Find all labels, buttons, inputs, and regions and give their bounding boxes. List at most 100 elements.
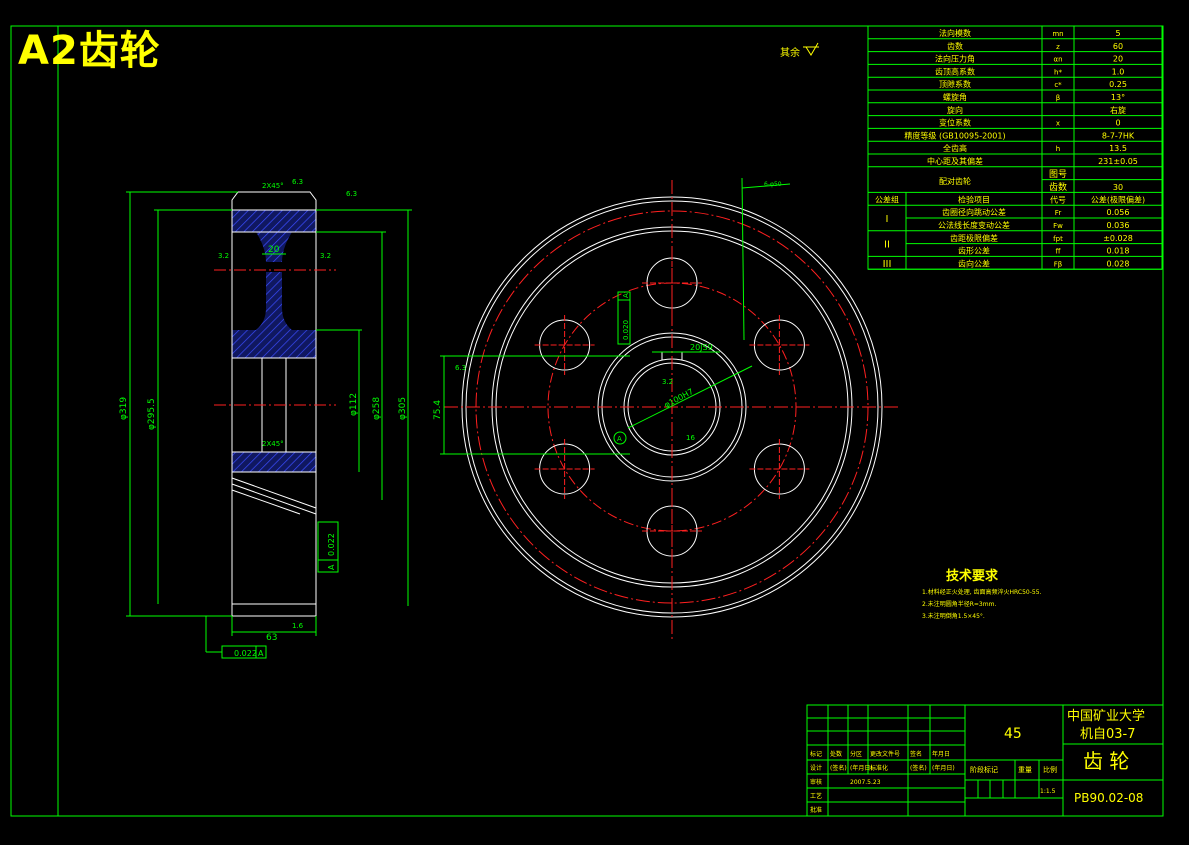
dim-112-text: φ112	[349, 393, 359, 416]
tb-label-4: 签名	[910, 750, 922, 758]
date-text: 2007.5.23	[850, 779, 881, 786]
param-value-2: 20	[1113, 55, 1123, 64]
dim-pitch-text: φ295.5	[147, 398, 157, 430]
param-value-6: 右旋	[1110, 105, 1126, 115]
roughness-symbol-icon	[803, 42, 819, 56]
hole-leader-shelf	[741, 183, 791, 189]
chamfer-text-top: 2X45°	[262, 182, 284, 190]
param-symbol-1: z	[1056, 43, 1060, 51]
tol-value-0: 0.056	[1107, 208, 1130, 217]
param-symbol-2: αn	[1053, 56, 1062, 64]
row-design-4: (签名)	[910, 764, 927, 772]
param-value-10: 231±0.05	[1098, 157, 1138, 166]
row-design-5: (年月日)	[932, 764, 955, 772]
param-value-0: 5	[1115, 29, 1120, 38]
row-design-0: 设计	[810, 764, 822, 772]
datum-letter: A	[617, 435, 622, 443]
ra-bottom-text: 1.6	[292, 622, 304, 630]
title-block-text: 45 中国矿业大学 机自03-7 齿 轮 PB90.02-08 1:1.5 阶段…	[810, 708, 1145, 814]
circ-runout-value: 0.020	[622, 320, 630, 340]
ra-top-text: 6.3	[292, 178, 303, 186]
tb-label-5: 年月日	[932, 750, 950, 758]
row-check: 审核	[810, 778, 822, 786]
lightening-holes	[534, 253, 810, 561]
runout-datum: A	[327, 564, 336, 570]
bore-dim-text: φ100H7	[663, 387, 695, 410]
param-name-5: 螺旋角	[943, 92, 967, 102]
param-value-4: 0.25	[1109, 80, 1127, 89]
param-value-1: 60	[1113, 42, 1123, 51]
row-design-2: (年月日)	[850, 764, 873, 772]
front-view: 6-φ50 20JS9 75.4 φ100H7 0.020 A A 6.3 3.…	[433, 177, 900, 640]
tech-req-item-2: 2.未注明圆角半径R=3mm.	[922, 600, 996, 608]
runout-frame	[317, 521, 339, 573]
stage-label: 阶段标记	[970, 765, 998, 774]
helix-line-3	[231, 489, 301, 515]
ratio-label: 比例	[1043, 765, 1057, 774]
tol-item-3: 齿形公差	[958, 246, 990, 256]
param-name-1: 齿数	[947, 41, 963, 51]
part-name-text: 齿 轮	[1083, 749, 1129, 773]
dim-258-text: φ258	[372, 397, 382, 420]
param-value-7: 0	[1115, 119, 1120, 128]
param-value-5: 13°	[1111, 93, 1125, 102]
param-name-8: 精度等级 (GB10095-2001)	[904, 130, 1005, 140]
web-mid	[266, 272, 282, 308]
tol-code-2: fpt	[1053, 235, 1063, 243]
tb-label-2: 分区	[850, 750, 862, 758]
param-name-10: 中心距及其偏差	[927, 156, 983, 166]
flatness-datum: A	[258, 649, 264, 658]
row-design-3: 标准化	[870, 764, 888, 772]
web-lower	[256, 308, 292, 330]
datum-circle	[613, 431, 627, 445]
param-name-6: 旋向	[947, 105, 963, 115]
tb-label-3: 更改文件号	[870, 750, 900, 758]
tol-group-2: II	[884, 240, 890, 251]
mating-value: 30	[1113, 183, 1123, 192]
param-symbol-7: x	[1056, 120, 1060, 128]
param-symbol-5: β	[1056, 94, 1060, 102]
tol-code-4: Fβ	[1054, 260, 1063, 268]
tech-req-item-3: 3.未注明倒角1.5×45°.	[922, 612, 985, 620]
helix-line-2	[231, 483, 317, 515]
flatness-value: 0.022	[234, 649, 257, 658]
title-block	[806, 704, 1164, 817]
tol-header-group: 公差组	[875, 194, 899, 204]
param-name-2: 法向压力角	[935, 54, 975, 64]
outer-border	[10, 25, 1164, 817]
row-design-1: (签名)	[830, 764, 847, 772]
tol-value-1: 0.036	[1107, 221, 1130, 230]
technical-requirements: 技术要求 1.材料经正火处理, 齿面高频淬火HRC50-55. 2.未注明圆角半…	[922, 568, 1042, 620]
hole-leader	[741, 177, 745, 341]
chamfer-text-mid: 2X45°	[262, 440, 284, 448]
param-table-frame	[867, 25, 1163, 270]
keyway-depth-text: 75.4	[433, 400, 443, 420]
dim-20-text: 20	[268, 245, 280, 255]
dim-305-text: φ305	[398, 397, 408, 420]
param-name-0: 法向模数	[939, 28, 971, 38]
keyway-width-text: 20JS9	[690, 343, 713, 352]
runout-value: 0.022	[327, 533, 336, 556]
bore-leader	[627, 365, 753, 429]
tol-header-code: 代号	[1050, 194, 1066, 204]
drawing-no-text: PB90.02-08	[1074, 791, 1143, 805]
rim-section-top	[232, 210, 316, 232]
tol-value-3: 0.018	[1107, 247, 1130, 256]
tech-req-title: 技术要求	[946, 568, 999, 584]
param-symbol-3: h*	[1054, 68, 1062, 76]
web-upper	[256, 232, 292, 262]
tol-code-1: Fw	[1053, 222, 1063, 230]
mating-sub2: 齿数	[1049, 181, 1067, 193]
ra-web-right-text: 3.2	[320, 252, 331, 260]
holes-dim-text: 6-φ50	[764, 181, 782, 188]
param-value-9: 13.5	[1109, 144, 1127, 153]
front-ra2-text: 3.2	[662, 378, 673, 386]
param-value-3: 1.0	[1112, 67, 1125, 76]
tb-label-0: 标记	[810, 750, 822, 758]
circ-runout-frame	[617, 291, 631, 345]
param-name-3: 齿顶高系数	[935, 66, 975, 76]
tol-item-2: 齿距极限偏差	[950, 233, 998, 243]
mating-sub1: 图号	[1049, 169, 1067, 180]
